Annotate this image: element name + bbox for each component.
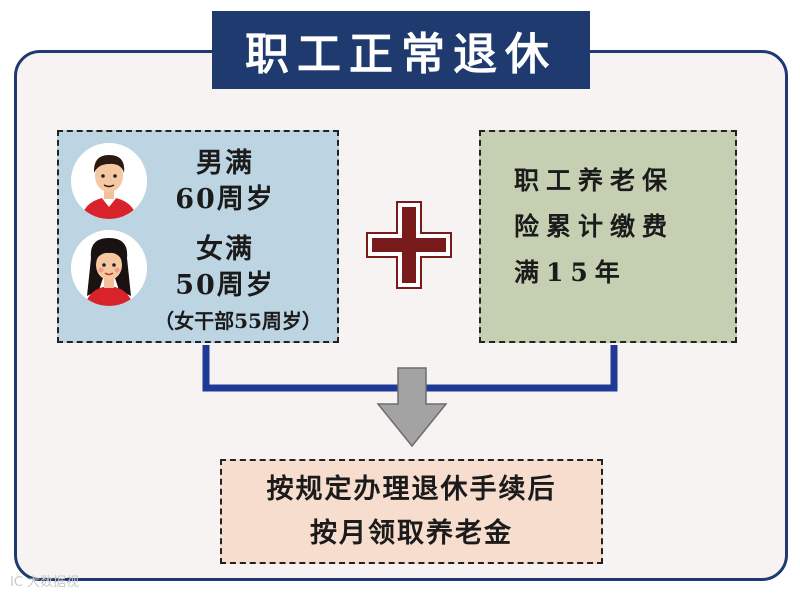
- result-line-1: 按规定办理退休手续后: [267, 468, 557, 512]
- result-box: 按规定办理退休手续后 按月领取养老金: [220, 459, 603, 564]
- watermark: IC 大数据视: [10, 571, 79, 590]
- down-arrow-icon: [378, 368, 446, 446]
- result-line-2: 按月领取养老金: [310, 512, 513, 556]
